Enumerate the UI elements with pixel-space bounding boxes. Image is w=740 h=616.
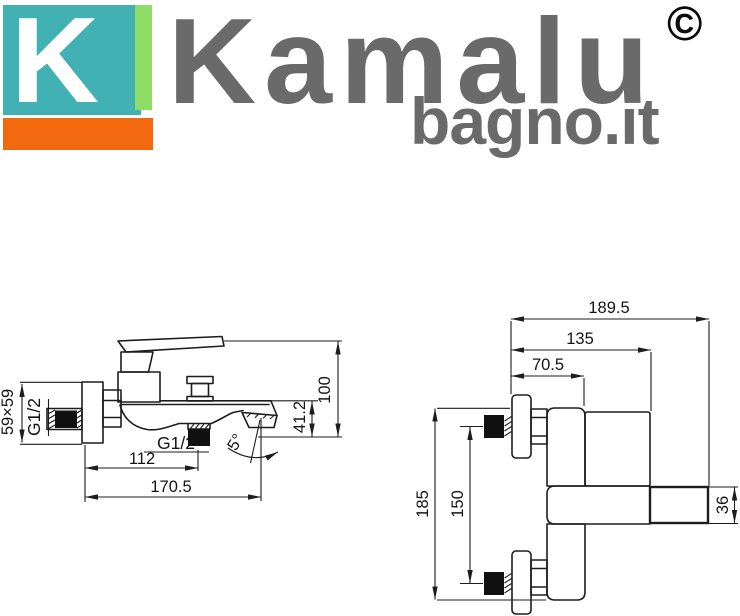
body-lower-slab [546,523,586,601]
total-depth-label: 189.5 [588,299,629,317]
front-depth-label: 70.5 [532,356,564,374]
spout-width-label: 36 [714,496,732,514]
shower-outlet-fitting [187,422,211,446]
dim-plate-size: 59×59 [0,381,82,445]
copyright-symbol: © [667,0,703,51]
dim-outlet-distance: 112 [84,445,199,502]
kamalu-logo: K Kamalu © bagno.it [0,0,740,230]
dim-body-depth: 135 [511,330,652,411]
total-height-label: 185 [414,490,432,518]
spout-underside-right [209,409,244,425]
bottom-inlet-assembly [484,550,548,615]
side-wall-plate [81,381,104,444]
spout-drop-label: 41.2 [291,401,309,433]
label-inlet-thread: G1/2 [24,398,50,436]
logo-k-letter: K [11,0,100,128]
spout-aerator [241,400,278,429]
diverter-knob [186,375,214,402]
inlet-spacing-label: 150 [449,490,467,518]
spout-bar [546,485,651,525]
outlet-distance-label: 112 [129,450,155,468]
top-view: 189.5 135 70.5 185 [414,299,738,615]
dim-total-height: 185 [414,407,546,601]
lever-neck [120,351,154,373]
dim-spout-drop: 41.2 [271,400,318,437]
height-label: 100 [316,376,334,404]
dim-total-depth: 189.5 [510,299,710,486]
spout-angle-label: 5° [224,431,248,454]
total-length-label: 170.5 [150,478,191,496]
logo-k-icon: K [3,0,141,121]
dim-height: 100 [224,340,342,438]
spout-deck [120,399,272,406]
outlet-thread-label: G1/2 [157,433,195,453]
inlet-thread-label: G1/2 [24,398,44,436]
body-depth-label: 135 [566,330,594,348]
top-inlet-assembly [484,394,548,459]
spout-end-cap [648,485,710,525]
dim-inlet-spacing: 150 [449,425,483,585]
handle-top-view [584,411,651,487]
spout-underside-left [119,404,189,431]
dim-spout-angle: 5° [224,419,279,464]
mixer-body [117,371,161,403]
side-view: 59×59 G1/2 G1/2 112 [0,335,342,502]
dim-front-depth: 70.5 [511,356,585,406]
side-threaded-inlet [46,407,83,431]
body-upper-slab [546,407,586,487]
dim-total-length: 170.5 [85,418,262,501]
logo-orange-bar [3,118,153,150]
plate-size-label: 59×59 [0,389,17,435]
logo-green-strip [135,5,152,110]
brand-name: Kamalu [168,0,657,129]
dim-spout-width: 36 [709,486,738,525]
brand-subtitle: bagno.it [410,84,660,158]
lever-handle [117,335,225,353]
